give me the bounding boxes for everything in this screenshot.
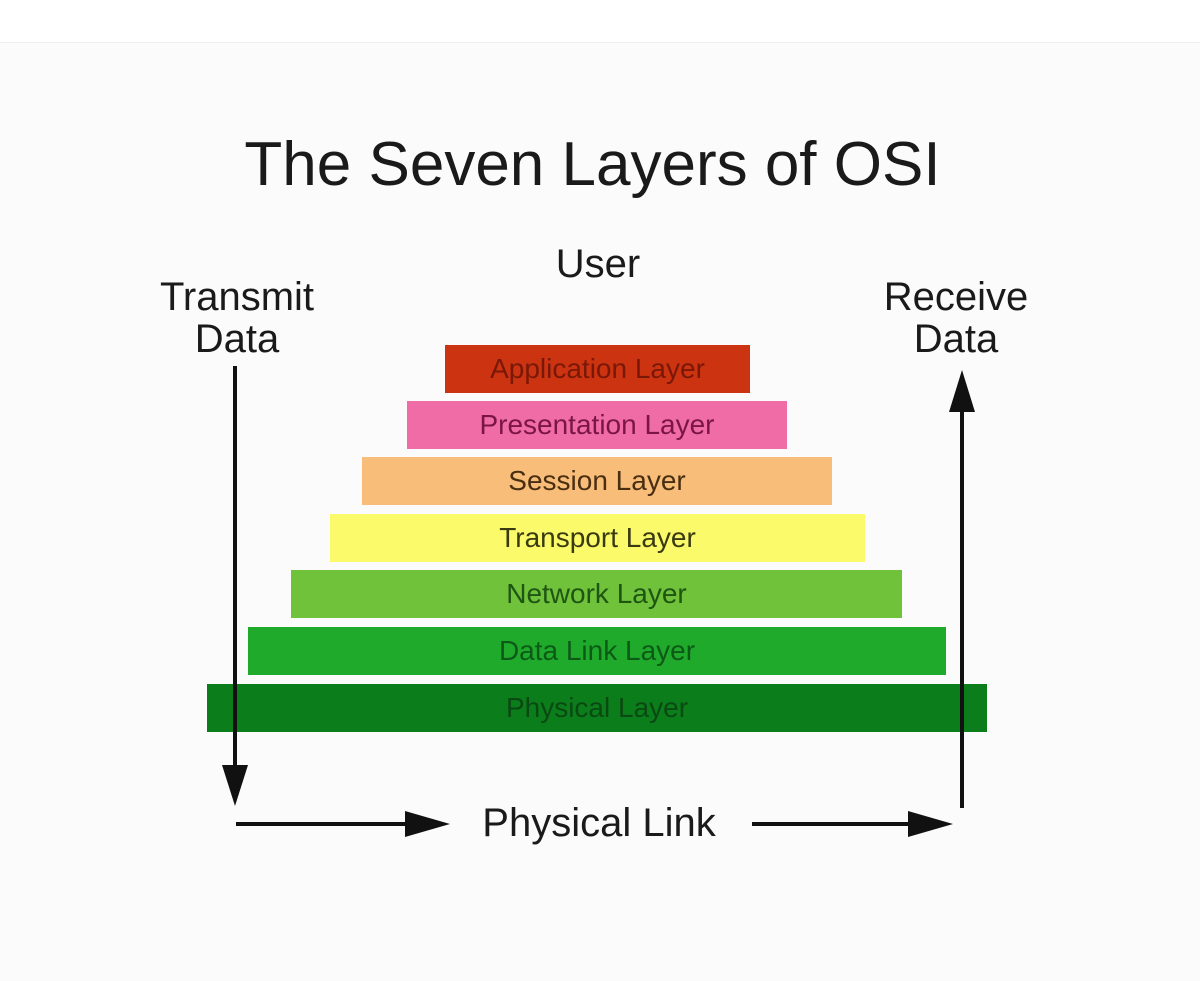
layer-data-link: Data Link Layer <box>248 627 946 675</box>
bottom-right-right-arrow <box>752 811 953 837</box>
receive-data-label: Receive Data <box>836 276 1076 360</box>
transmit-label-line-1: Transmit <box>159 275 315 319</box>
layer-transport: Transport Layer <box>330 514 865 562</box>
layer-session: Session Layer <box>362 457 832 505</box>
top-band <box>0 0 1200 43</box>
receive-up-arrow <box>949 370 975 808</box>
transmit-down-arrow <box>222 366 248 806</box>
transmit-label-line-2: Data <box>194 317 280 361</box>
receive-label-line-1: Receive <box>883 275 1029 319</box>
layer-application: Application Layer <box>445 345 750 393</box>
user-label: User <box>555 242 641 286</box>
layer-presentation: Presentation Layer <box>407 401 787 449</box>
physical-link-label: Physical Link <box>482 801 716 845</box>
transmit-data-label: Transmit Data <box>117 276 357 360</box>
receive-label-line-2: Data <box>913 317 999 361</box>
layer-network: Network Layer <box>291 570 902 618</box>
bottom-left-right-arrow <box>236 811 450 837</box>
diagram-title: The Seven Layers of OSI <box>244 130 941 199</box>
layer-physical: Physical Layer <box>207 684 987 732</box>
